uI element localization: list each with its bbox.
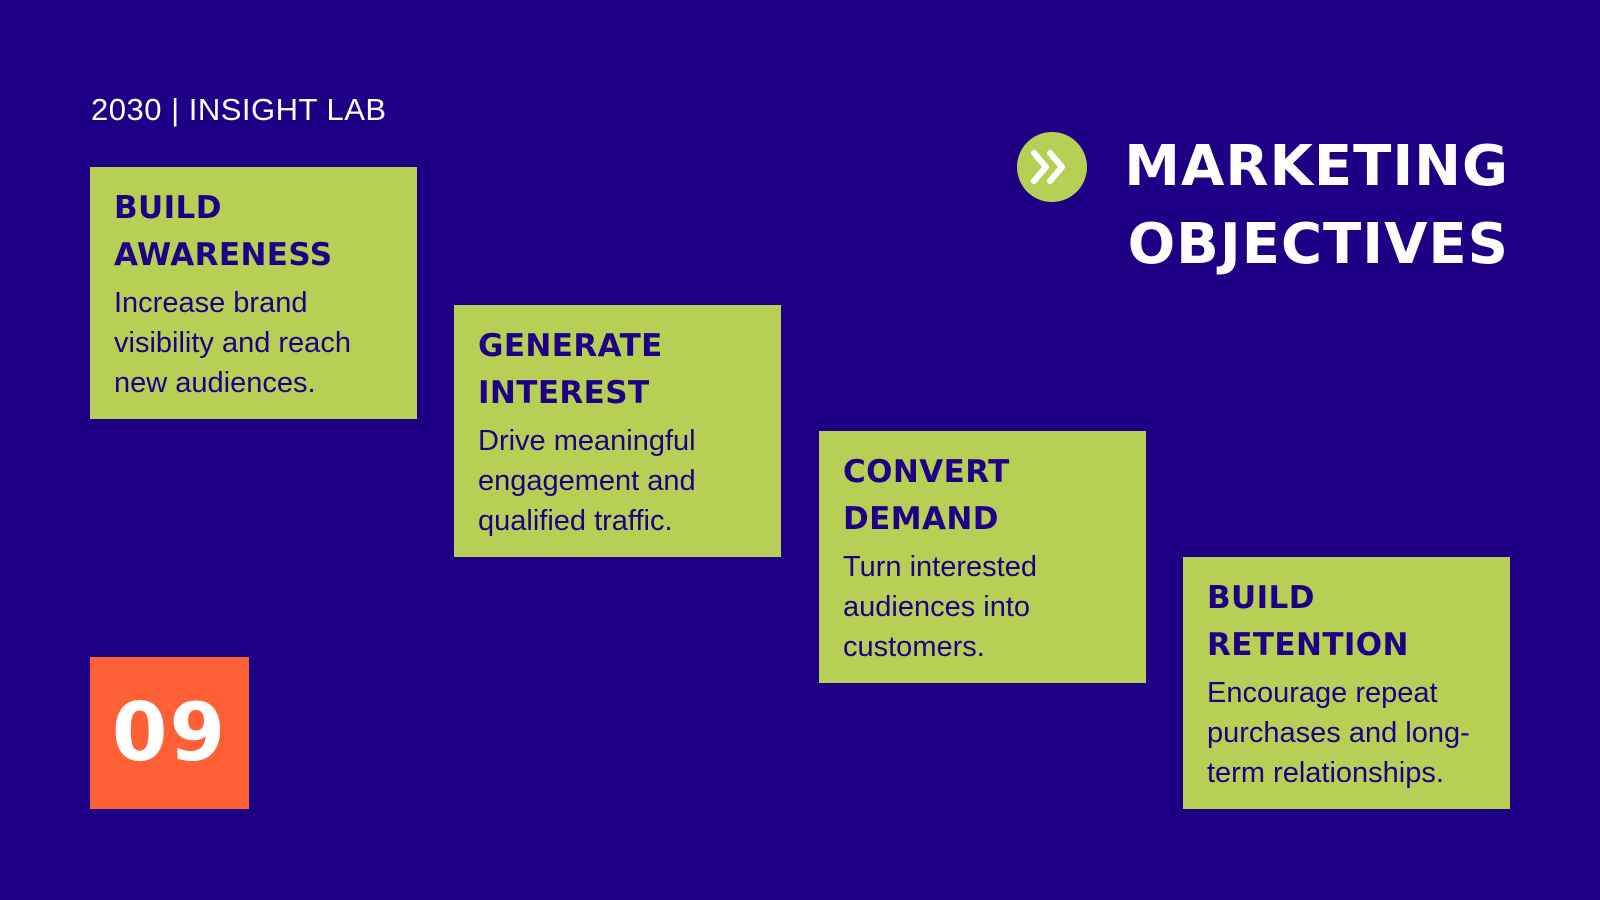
objective-title: BUILD AWARENESS: [114, 190, 333, 273]
objective-description: Turn interested audiences into customers…: [843, 551, 1037, 663]
objective-card-build-awareness: BUILD AWARENESS Increase brand visibilit…: [90, 167, 417, 419]
page-title: MARKETING OBJECTIVES: [1124, 128, 1509, 284]
objective-card-convert-demand: CONVERT DEMAND Turn interested audiences…: [819, 431, 1146, 683]
objective-description: Encourage repeat purchases and long- ter…: [1207, 677, 1470, 789]
page-title-line-2: OBJECTIVES: [1127, 212, 1509, 277]
objective-title: CONVERT DEMAND: [843, 454, 1010, 537]
page-number-badge: 09: [90, 657, 249, 809]
objective-description: Increase brand visibility and reach new …: [114, 287, 351, 399]
objective-description: Drive meaningful engagement and qualifie…: [478, 425, 696, 537]
page-title-line-1: MARKETING: [1124, 134, 1509, 199]
brand-label: 2030 | INSIGHT LAB: [91, 92, 387, 127]
objective-card-build-retention: BUILD RETENTION Encourage repeat purchas…: [1183, 557, 1510, 809]
double-chevron-right-icon: [1017, 132, 1087, 202]
objective-title: GENERATE INTEREST: [478, 328, 663, 411]
objective-card-generate-interest: GENERATE INTEREST Drive meaningful engag…: [454, 305, 781, 557]
objective-title: BUILD RETENTION: [1207, 580, 1409, 663]
